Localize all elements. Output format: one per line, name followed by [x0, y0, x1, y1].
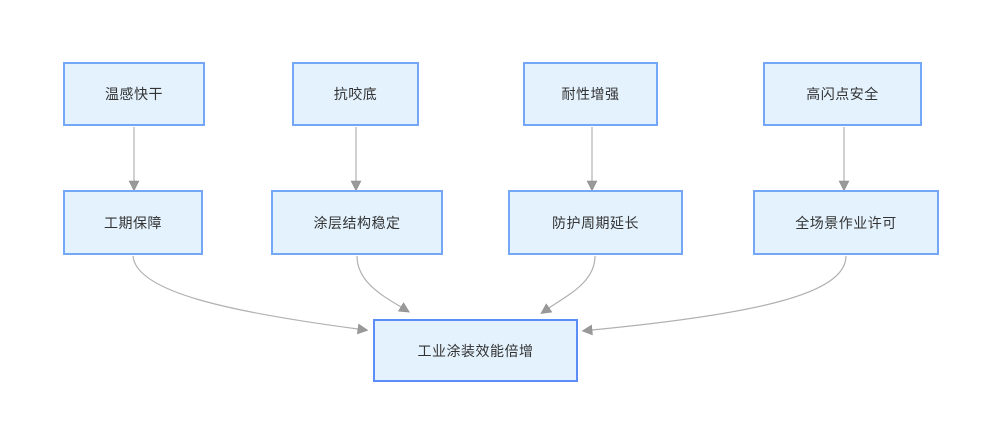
node-label: 防护周期延长 — [552, 214, 639, 231]
node-label: 工期保障 — [104, 214, 162, 231]
node-label: 抗咬底 — [333, 86, 378, 102]
node-label: 涂层结构稳定 — [313, 214, 401, 231]
node-label: 全场景作业许可 — [795, 214, 897, 231]
node-label: 工业涂装效能倍增 — [417, 342, 534, 359]
node-label: 温感快干 — [105, 86, 163, 102]
edge-permit-to-result — [581, 255, 847, 336]
node-temp-sense-quick-dry[interactable]: 温感快干 — [63, 62, 205, 126]
node-protection-cycle-extended[interactable]: 防护周期延长 — [508, 190, 683, 255]
node-schedule-guarantee[interactable]: 工期保障 — [63, 190, 203, 255]
node-label: 高闪点安全 — [806, 86, 879, 102]
node-anti-bite[interactable]: 抗咬底 — [292, 62, 419, 126]
node-industrial-coating-efficiency-multiplied[interactable]: 工业涂装效能倍增 — [373, 319, 578, 382]
node-label: 耐性增强 — [561, 86, 620, 102]
edge-protection-to-result — [540, 255, 596, 314]
node-high-flash-point-safety[interactable]: 高闪点安全 — [763, 62, 922, 126]
node-all-scenario-work-permit[interactable]: 全场景作业许可 — [753, 190, 939, 255]
node-durability-enhanced[interactable]: 耐性增强 — [523, 62, 658, 126]
edge-coating-to-result — [356, 255, 410, 313]
node-coating-structure-stable[interactable]: 涂层结构稳定 — [271, 190, 443, 255]
edge-schedule-to-result — [132, 255, 369, 335]
